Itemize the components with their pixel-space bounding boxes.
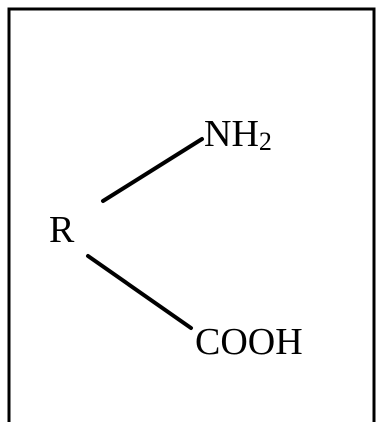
- bond-r-to-carboxyl: [86, 254, 193, 330]
- bond-r-to-amino: [101, 137, 204, 203]
- amino-group-base: NH: [204, 113, 259, 155]
- r-group-label: R: [49, 209, 75, 251]
- amino-group-subscript: 2: [259, 127, 272, 156]
- amino-group-label: NH2: [204, 113, 272, 156]
- carboxyl-group-label: COOH: [195, 321, 303, 363]
- frame-border: [7, 7, 376, 422]
